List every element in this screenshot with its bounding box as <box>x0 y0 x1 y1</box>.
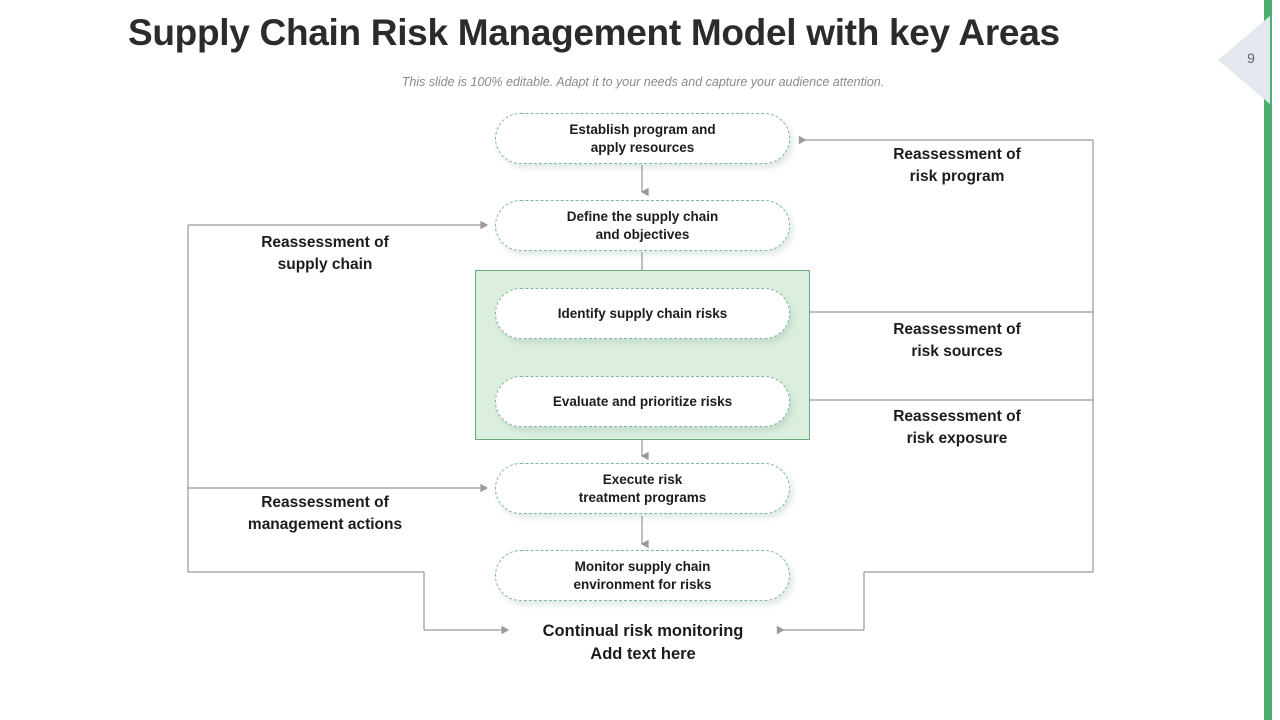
flow-node-execute-line2: treatment programs <box>578 489 707 505</box>
continual-risk-monitoring-label[interactable]: Continual risk monitoring Add text here <box>512 620 774 666</box>
accent-bar <box>1264 0 1272 720</box>
flow-node-establish-line2: apply resources <box>590 139 695 155</box>
annotation-supply-chain-line2: supply chain <box>277 255 373 273</box>
flow-node-monitor-line2: environment for risks <box>573 576 712 592</box>
annotation-supply-chain[interactable]: Reassessment of supply chain <box>196 232 454 275</box>
annotation-risk-program[interactable]: Reassessment of risk program <box>828 144 1086 187</box>
flow-node-identify[interactable]: Identify supply chain risks <box>495 288 790 339</box>
page-title: Supply Chain Risk Management Model with … <box>128 12 1060 53</box>
flow-node-define-line1: Define the supply chain <box>566 208 719 224</box>
flow-node-establish-line1: Establish program and <box>569 121 716 137</box>
flow-node-define-line2: and objectives <box>595 226 690 242</box>
flow-node-evaluate-line1: Evaluate and prioritize risks <box>552 393 733 409</box>
annotation-risk-program-line1: Reassessment of <box>893 146 1021 163</box>
flow-node-establish[interactable]: Establish program and apply resources <box>495 113 790 164</box>
annotation-risk-program-line2: risk program <box>909 167 1005 185</box>
tail-line1: Continual risk monitoring <box>542 622 744 640</box>
flow-node-monitor-line1: Monitor supply chain <box>574 558 711 574</box>
flow-node-execute[interactable]: Execute risk treatment programs <box>495 463 790 514</box>
annotation-risk-sources[interactable]: Reassessment of risk sources <box>828 319 1086 362</box>
page-subtitle: This slide is 100% editable. Adapt it to… <box>401 75 885 89</box>
annotation-management-actions-line2: management actions <box>247 515 403 533</box>
flow-node-evaluate[interactable]: Evaluate and prioritize risks <box>495 376 790 427</box>
flow-node-monitor[interactable]: Monitor supply chain environment for ris… <box>495 550 790 601</box>
annotation-management-actions[interactable]: Reassessment of management actions <box>196 492 454 535</box>
flow-node-execute-line1: Execute risk <box>602 471 683 487</box>
flow-node-define[interactable]: Define the supply chain and objectives <box>495 200 790 251</box>
page-number-flag <box>1218 16 1270 104</box>
annotation-supply-chain-line1: Reassessment of <box>261 234 389 251</box>
annotation-risk-exposure[interactable]: Reassessment of risk exposure <box>828 406 1086 449</box>
annotation-management-actions-line1: Reassessment of <box>261 494 389 511</box>
annotation-risk-sources-line2: risk sources <box>911 342 1003 360</box>
annotation-risk-sources-line1: Reassessment of <box>893 321 1021 338</box>
flow-node-identify-line1: Identify supply chain risks <box>557 305 728 321</box>
annotation-risk-exposure-line2: risk exposure <box>906 429 1008 447</box>
tail-line2: Add text here <box>590 645 696 664</box>
page-number: 9 <box>1247 50 1255 66</box>
annotation-risk-exposure-line1: Reassessment of <box>893 408 1021 425</box>
